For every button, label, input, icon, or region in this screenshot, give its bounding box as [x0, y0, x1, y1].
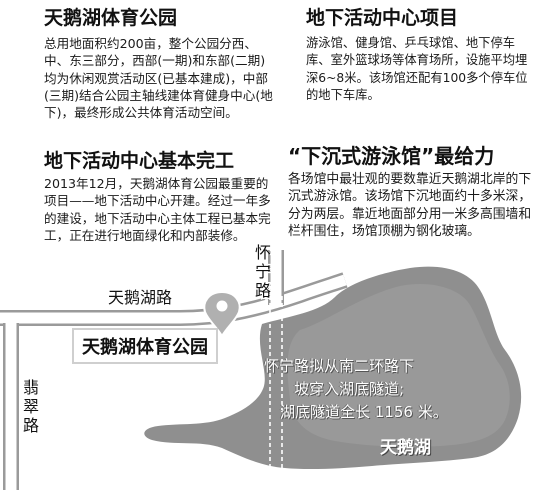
huaining-road-label: 怀宁路 [254, 243, 271, 300]
underground-done-section: 地下活动中心基本完工 2013年12月，天鹅湖体育公园最重要的项目——地下活动中… [44, 150, 272, 244]
park-map-label: 天鹅湖体育公园 [74, 330, 216, 362]
tunnel-note: 怀宁路拟从南二环路下 坡穿入湖底隧道; 湖底隧道全长 1156 米。 [264, 355, 484, 424]
tunnel-note-line-2: 坡穿入湖底隧道; [294, 380, 405, 398]
underground-project-section: 地下活动中心项目 游泳馆、健身馆、乒乓球馆、地下停车库、室外篮球场等体育场所，设… [306, 7, 532, 104]
tiane-road-label: 天鹅湖路 [108, 288, 173, 307]
location-pin-icon [203, 290, 241, 338]
park-intro-title: 天鹅湖体育公园 [44, 7, 178, 29]
underground-project-body: 游泳馆、健身馆、乒乓球馆、地下停车库、室外篮球场等体育场所，设施平均埋深6~8米… [306, 36, 528, 102]
park-intro-body: 总用地面积约200亩，整个公园分西、中、东三部分，西部(一期)和东部(二期)均为… [44, 36, 273, 121]
pool-section: “下沉式游泳馆”最给力 各场馆中最壮观的要数靠近天鹅湖北岸的下沉式游泳馆。该场馆… [288, 145, 534, 240]
park-intro-section: 天鹅湖体育公园 总用地面积约200亩，整个公园分西、中、东三部分，西部(一期)和… [44, 7, 276, 121]
pool-body: 各场馆中最壮观的要数靠近天鹅湖北岸的下沉式游泳馆。该场馆下沉地面约十多米深，分为… [288, 172, 532, 239]
underground-done-body: 2013年12月，天鹅湖体育公园最重要的项目——地下活动中心开建。经过一年多的建… [44, 176, 271, 243]
underground-project-title: 地下活动中心项目 [306, 7, 459, 29]
lake-shape-east [287, 284, 510, 447]
pool-title: “下沉式游泳馆”最给力 [288, 144, 495, 168]
lake-label: 天鹅湖 [380, 438, 431, 458]
tunnel-note-line-3: 湖底隧道全长 1156 米。 [280, 403, 448, 421]
underground-done-title: 地下活动中心基本完工 [44, 150, 235, 172]
tunnel-note-line-1: 怀宁路拟从南二环路下 [264, 357, 415, 375]
feicui-road-label: 翡翠路 [22, 378, 39, 435]
